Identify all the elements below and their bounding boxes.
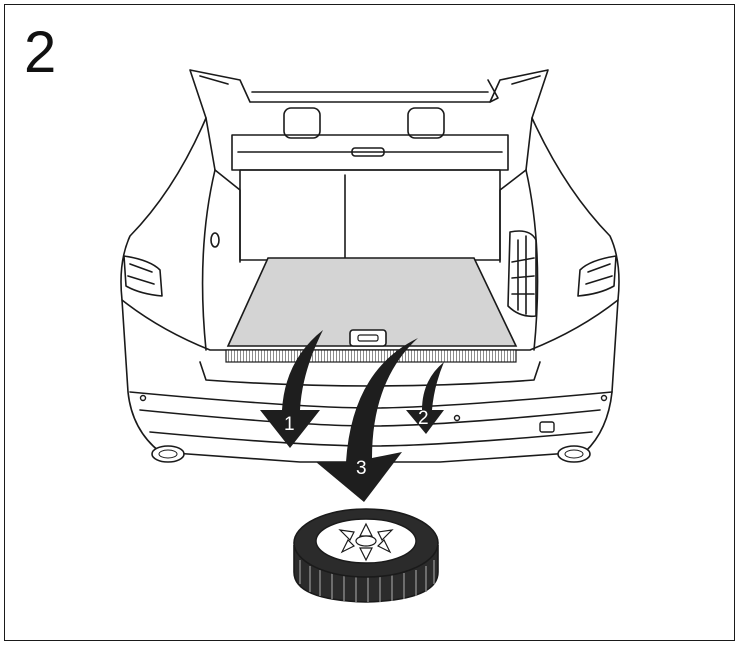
arrow-3-label: 3 <box>356 458 367 479</box>
cargo-floor <box>226 257 518 347</box>
floor-edge-trim <box>225 349 517 363</box>
headrests <box>283 107 445 139</box>
side-net <box>507 230 537 318</box>
parking-sensors <box>139 394 608 433</box>
arrow-2: 2 <box>406 362 444 434</box>
open-tailgate <box>189 69 549 171</box>
left-tail-light <box>123 255 163 297</box>
arrow-2-label: 2 <box>418 408 429 429</box>
arrow-3: 3 <box>316 338 418 502</box>
step-number: 2 <box>24 20 57 85</box>
arrow-1-label: 1 <box>284 414 295 435</box>
spare-tire <box>293 508 439 603</box>
floor-handle <box>349 329 387 347</box>
right-tail-light <box>577 255 617 297</box>
arrow-1: 1 <box>260 330 323 448</box>
cargo-area <box>201 134 539 351</box>
cover-handle <box>351 147 385 157</box>
